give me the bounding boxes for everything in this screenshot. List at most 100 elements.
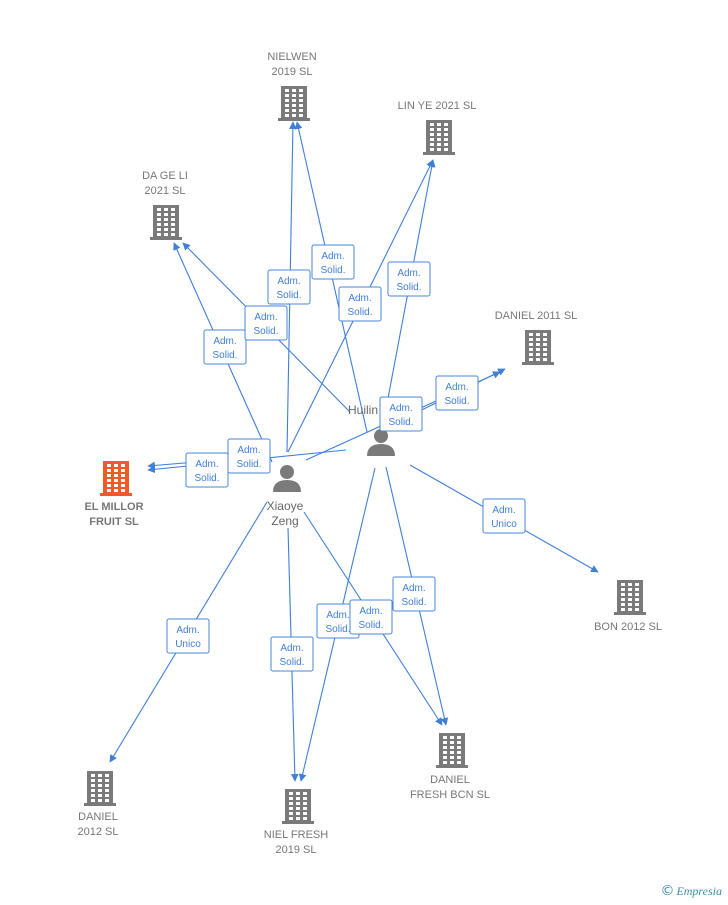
company-name-line: NIEL FRESH [264,829,328,841]
building-window [114,464,118,467]
building-base [282,821,314,824]
relation-label-huilin-danielfresh[interactable]: Adm.Solid. [392,576,436,612]
building-window [121,464,125,467]
relation-label-text: Adm. [402,583,425,594]
building-window [529,338,533,341]
company-name-line: NIELWEN [267,51,316,63]
company-node-bon2012[interactable]: BON 2012 SL [594,580,662,633]
building-window [164,233,168,236]
relation-label-huilin-dageli[interactable]: Adm.Solid. [244,305,288,341]
building-window [621,608,625,611]
building-window [285,89,289,92]
building-window [543,333,547,336]
relation-label-xiaoye-dageli[interactable]: Adm.Solid. [203,329,247,365]
relation-label-text: Solid. [276,290,301,301]
relation-label-xiaoye-elmillor[interactable]: Adm.Solid. [227,438,271,474]
building-window [621,588,625,591]
building-window [635,608,639,611]
relation-label-xiaoye-nielwen[interactable]: Adm. Solid. [267,269,311,305]
person-node-huilin[interactable]: Huilin [348,403,395,456]
building-window [430,143,434,146]
building-window [121,469,125,472]
relation-label-xiaoye-nielfresh[interactable]: Adm.Solid. [270,636,314,672]
building-window [628,588,632,591]
building-window [299,114,303,117]
relation-label-xiaoye-daniel2012[interactable]: Adm.Unico [166,618,210,654]
brand-watermark[interactable]: ©Empresia [660,883,722,899]
building-window [289,812,293,815]
building-window [98,799,102,802]
building-window [450,751,454,754]
relation-label-xiaoye-linye[interactable]: Adm.Solid. [338,286,382,322]
building-window [107,489,111,492]
relation-label-huilin-daniel2011[interactable]: Adm.Solid. [435,375,479,411]
relation-label-text: Unico [491,519,517,530]
building-window [635,598,639,601]
relation-label-xiaoye-danielfresh[interactable]: Adm.Solid. [349,599,393,635]
building-window [292,114,296,117]
company-node-linye[interactable]: LIN YE 2021 SL [398,100,477,155]
person-name-line: Xiaoye [267,499,304,513]
building-icon [84,771,116,806]
relation-label-box [435,375,479,411]
building-window [457,756,461,759]
relation-label-text: Adm. [321,251,344,262]
building-window [105,799,109,802]
building-window [529,343,533,346]
relation-label-text: Unico [175,639,201,650]
building-window [105,789,109,792]
relation-label-huilin-bon2012[interactable]: Adm.Unico [482,498,526,534]
building-window [457,736,461,739]
building-window [289,802,293,805]
relation-label-text: Adm. [277,276,300,287]
building-window [296,802,300,805]
building-window [164,208,168,211]
relation-label-text: Adm. [359,606,382,617]
building-window [171,223,175,226]
person-name-line: Zeng [271,514,298,528]
relation-label-huilin-nielwen[interactable]: Adm.Solid. [311,244,355,280]
building-window [437,138,441,141]
company-name-line: FRUIT SL [89,516,139,528]
building-window [621,598,625,601]
building-window [443,761,447,764]
building-window [157,233,161,236]
relation-label-text: Adm. [445,382,468,393]
building-window [285,94,289,97]
building-window [303,812,307,815]
building-window [114,479,118,482]
relation-label-text: Adm. [195,459,218,470]
company-name-line: 2012 SL [78,826,119,838]
relation-label-huilin-linye[interactable]: Adm.Solid. [387,261,431,297]
company-name-line: BON 2012 SL [594,621,662,633]
relation-label-huilin-elmillor[interactable]: Adm.Solid. [185,452,229,488]
building-icon [614,580,646,615]
building-base [522,362,554,365]
relation-label-text: Adm. [237,445,260,456]
building-window [303,817,307,820]
building-window [543,348,547,351]
building-window [635,588,639,591]
building-window [444,133,448,136]
building-window [285,104,289,107]
building-window [543,343,547,346]
relation-label-xiaoye-daniel2011[interactable]: Adm.Solid. [379,396,423,432]
relation-label-huilin-nielfresh[interactable]: Adm.Solid. [316,603,360,639]
building-window [457,751,461,754]
building-window [157,213,161,216]
building-base [436,765,468,768]
person-head [280,465,294,479]
building-window [443,751,447,754]
company-name-line: DA GE LI [142,170,188,182]
company-name-line: LIN YE 2021 SL [398,100,477,112]
company-node-daniel2011[interactable]: DANIEL 2011 SL [495,310,578,365]
